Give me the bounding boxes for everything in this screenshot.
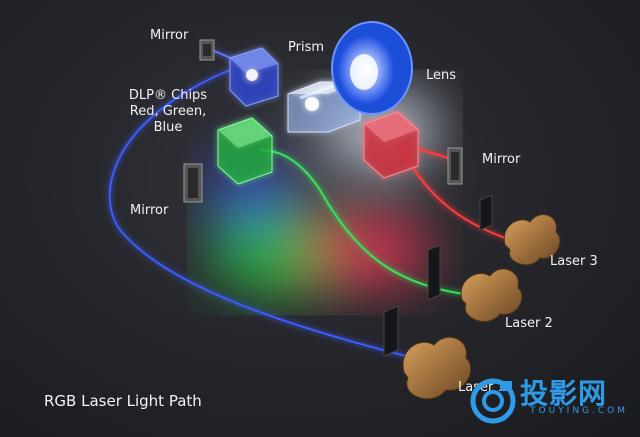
- watermark-logo-icon: [470, 378, 516, 424]
- mirror-top: [199, 39, 215, 61]
- watermark-chinese: 投影网: [520, 377, 608, 410]
- dlp-chips-label: DLP® Chips Red, Green, Blue: [118, 88, 218, 136]
- watermark: 投影网 TOUYING.COM: [470, 372, 630, 432]
- laser3-module: [503, 214, 561, 266]
- dlp-chips-line3: Blue: [153, 120, 183, 135]
- laser2-label: Laser 2: [505, 316, 553, 331]
- mirror-left: [183, 163, 203, 203]
- mirror-left-label: Mirror: [130, 203, 169, 218]
- prism-label: Prism: [288, 40, 325, 55]
- watermark-english: TOUYING.COM: [530, 406, 629, 416]
- green-glow: [210, 205, 350, 295]
- green-beam: [259, 149, 471, 296]
- lens-label: Lens: [426, 68, 457, 83]
- filter-plates: [383, 194, 493, 357]
- dlp-chips-line2: Red, Green,: [129, 104, 207, 119]
- laser1-module: [402, 336, 472, 400]
- dlp-chip-green: [217, 117, 273, 185]
- laser-icon: [460, 268, 523, 323]
- diagram-title: RGB Laser Light Path: [44, 392, 202, 410]
- laser3-label: Laser 3: [550, 254, 598, 269]
- plate-blue: [383, 305, 399, 357]
- mirror-right-label: Mirror: [482, 152, 521, 167]
- mirror-right: [447, 147, 463, 185]
- laser-icon: [503, 214, 561, 266]
- plate-green: [427, 244, 441, 301]
- dlp-chip-blue: [229, 47, 279, 107]
- plate-red: [479, 194, 493, 231]
- mirror-top-label: Mirror: [150, 28, 189, 43]
- dlp-chip-red: [363, 111, 419, 179]
- dlp-chips-line1: DLP® Chips: [128, 88, 208, 103]
- blue-beam: [108, 69, 431, 363]
- red-glow: [310, 210, 430, 290]
- laser-icon: [402, 336, 472, 400]
- lens: [331, 21, 413, 115]
- laser2-module: [460, 268, 523, 323]
